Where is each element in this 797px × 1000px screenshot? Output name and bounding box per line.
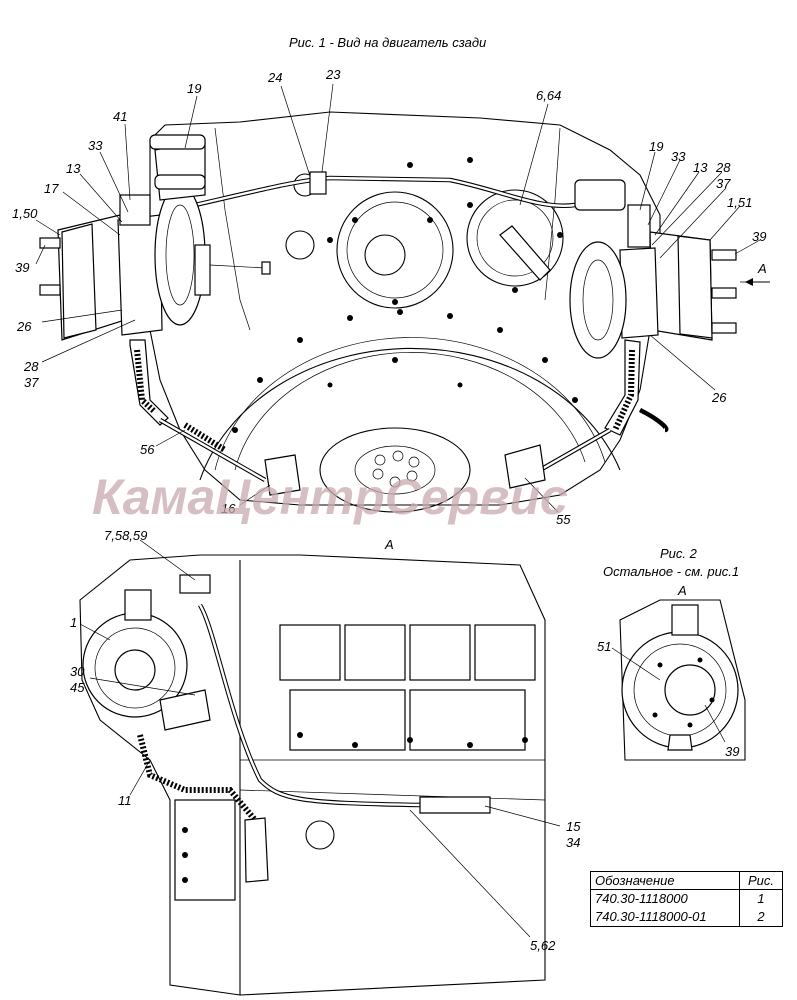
callout-19-left: 19 bbox=[187, 81, 201, 96]
designation-table: Обозначение Рис. 740.30-1118000 1 740.30… bbox=[590, 871, 783, 927]
callout-56: 56 bbox=[140, 442, 155, 457]
callout-24: 24 bbox=[267, 70, 282, 85]
table-header-figure: Рис. bbox=[739, 871, 783, 890]
callout-28-left: 28 bbox=[23, 359, 39, 374]
callout-23: 23 bbox=[325, 67, 341, 82]
callout-1-50: 1,50 bbox=[12, 206, 38, 221]
callout-17: 17 bbox=[44, 181, 59, 196]
callout-51: 51 bbox=[597, 639, 611, 654]
callout-13-left: 13 bbox=[66, 161, 81, 176]
figure1-caption: Рис. 1 - Вид на двигатель сзади bbox=[289, 35, 486, 50]
callout-1-51: 1,51 bbox=[727, 195, 752, 210]
callout-37-left: 37 bbox=[24, 375, 39, 390]
callout-11: 11 bbox=[118, 793, 132, 808]
callout-45: 45 bbox=[70, 680, 85, 695]
callout-28-right: 28 bbox=[715, 160, 731, 175]
watermark: КамаЦентрСервис bbox=[92, 469, 568, 525]
callout-1: 1 bbox=[70, 615, 77, 630]
callout-30: 30 bbox=[70, 664, 85, 679]
direction-arrow-a: А bbox=[745, 261, 770, 286]
callout-26-left: 26 bbox=[16, 319, 32, 334]
view-a-drawing bbox=[79, 554, 546, 996]
table-cell-figure: 1 bbox=[739, 889, 783, 908]
callout-5-62: 5,62 bbox=[530, 938, 556, 953]
callout-39-right: 39 bbox=[752, 229, 766, 244]
callout-7-58-59: 7,58,59 bbox=[104, 528, 147, 543]
table-cell-figure: 2 bbox=[739, 908, 783, 927]
callout-39-left: 39 bbox=[15, 260, 29, 275]
figure1-drawing bbox=[39, 111, 737, 513]
callout-labels: 24 23 19 41 33 13 17 1,50 39 26 28 37 56… bbox=[12, 67, 766, 953]
callout-26-right: 26 bbox=[711, 390, 727, 405]
callout-37-right: 37 bbox=[716, 176, 731, 191]
figure2-drawing bbox=[619, 599, 746, 761]
callout-41: 41 bbox=[113, 109, 127, 124]
callout-13-right: 13 bbox=[693, 160, 708, 175]
table-row: 740.30-1118000-01 2 bbox=[590, 908, 783, 927]
figure2-caption: Рис. 2 bbox=[660, 546, 698, 561]
callout-39-fig2: 39 bbox=[725, 744, 739, 759]
callout-15: 15 bbox=[566, 819, 581, 834]
callout-6-64: 6,64 bbox=[536, 88, 561, 103]
callout-19-right: 19 bbox=[649, 139, 663, 154]
table-header-designation: Обозначение bbox=[590, 871, 740, 890]
callout-33-right: 33 bbox=[671, 149, 686, 164]
leader-lines bbox=[35, 83, 761, 938]
figure2-note: Остальное - см. рис.1 bbox=[603, 564, 739, 579]
table-row: 740.30-1118000 1 bbox=[590, 889, 783, 908]
table-cell-designation: 740.30-1118000-01 bbox=[590, 908, 740, 927]
table-cell-designation: 740.30-1118000 bbox=[590, 889, 740, 908]
callout-55: 55 bbox=[556, 512, 571, 527]
callout-33-left: 33 bbox=[88, 138, 103, 153]
view-a-label: А bbox=[384, 537, 394, 552]
callout-34: 34 bbox=[566, 835, 580, 850]
callout-16: 16 bbox=[221, 501, 236, 516]
arrow-a-label: А bbox=[757, 261, 767, 276]
figure2-view-label: А bbox=[677, 583, 687, 598]
